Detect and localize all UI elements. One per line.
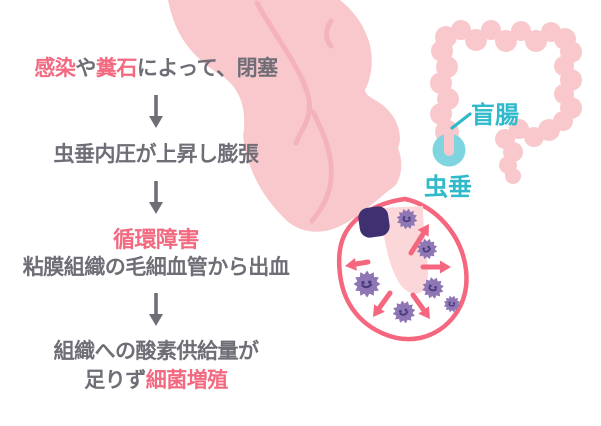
flow-step-4: 組織への酸素供給量が 足りず細菌増殖: [0, 337, 312, 395]
cecum-crease: [309, 109, 334, 224]
cecum-label: 盲腸: [471, 102, 519, 129]
flow-step-3: 循環障害 粘膜組織の毛細血管から出血: [0, 226, 312, 282]
flow-step-3-body: 粘膜組織の毛細血管から出血: [22, 256, 290, 279]
flow-step-1: 感染や糞石によって、閉塞: [34, 57, 278, 80]
bacterium-icon: [352, 269, 382, 299]
cecum-pointer-line: [450, 112, 472, 130]
flow-down-arrow-icon: [149, 181, 163, 214]
inflamed-appendix-figure: [168, 0, 469, 342]
appendix-label: 虫垂: [424, 174, 472, 201]
flow-step-1-keyword: 感染: [34, 57, 76, 80]
flow-step-1-keyword: 糞石: [95, 57, 138, 80]
pressure-arrow-up-right: [408, 224, 429, 256]
fecalith-shape: [358, 206, 390, 238]
flow-step-3-title: 循環障害: [112, 227, 200, 252]
flow-down-arrow-icon: [149, 293, 163, 326]
appendix-opening-notch: [444, 129, 454, 156]
pressure-arrow-left: [345, 258, 371, 271]
flow-step-2: 虫垂内圧が上昇し膨張: [53, 143, 260, 166]
cecum-crease: [254, 0, 312, 146]
flow-step-4-line1: 組織への酸素供給量が: [53, 340, 260, 363]
colon-tube: [430, 20, 582, 184]
pressure-arrow-down-left: [373, 290, 393, 317]
inflamed-region-outline: [337, 196, 469, 342]
flow-step-4-keyword: 細菌増殖: [145, 369, 229, 392]
appendix-shape: [381, 206, 428, 294]
cecum-shape: [168, 0, 402, 232]
colon-inset-figure: [430, 20, 582, 184]
pressure-arrow-right: [420, 260, 451, 274]
pressure-arrow-down-right: [410, 292, 430, 319]
flow-step-4-line2: 足りず細菌増殖: [84, 369, 229, 392]
flow-down-arrow-icon: [149, 95, 163, 128]
cecum-crease: [324, 18, 334, 49]
bacterium-icon: [389, 297, 419, 327]
